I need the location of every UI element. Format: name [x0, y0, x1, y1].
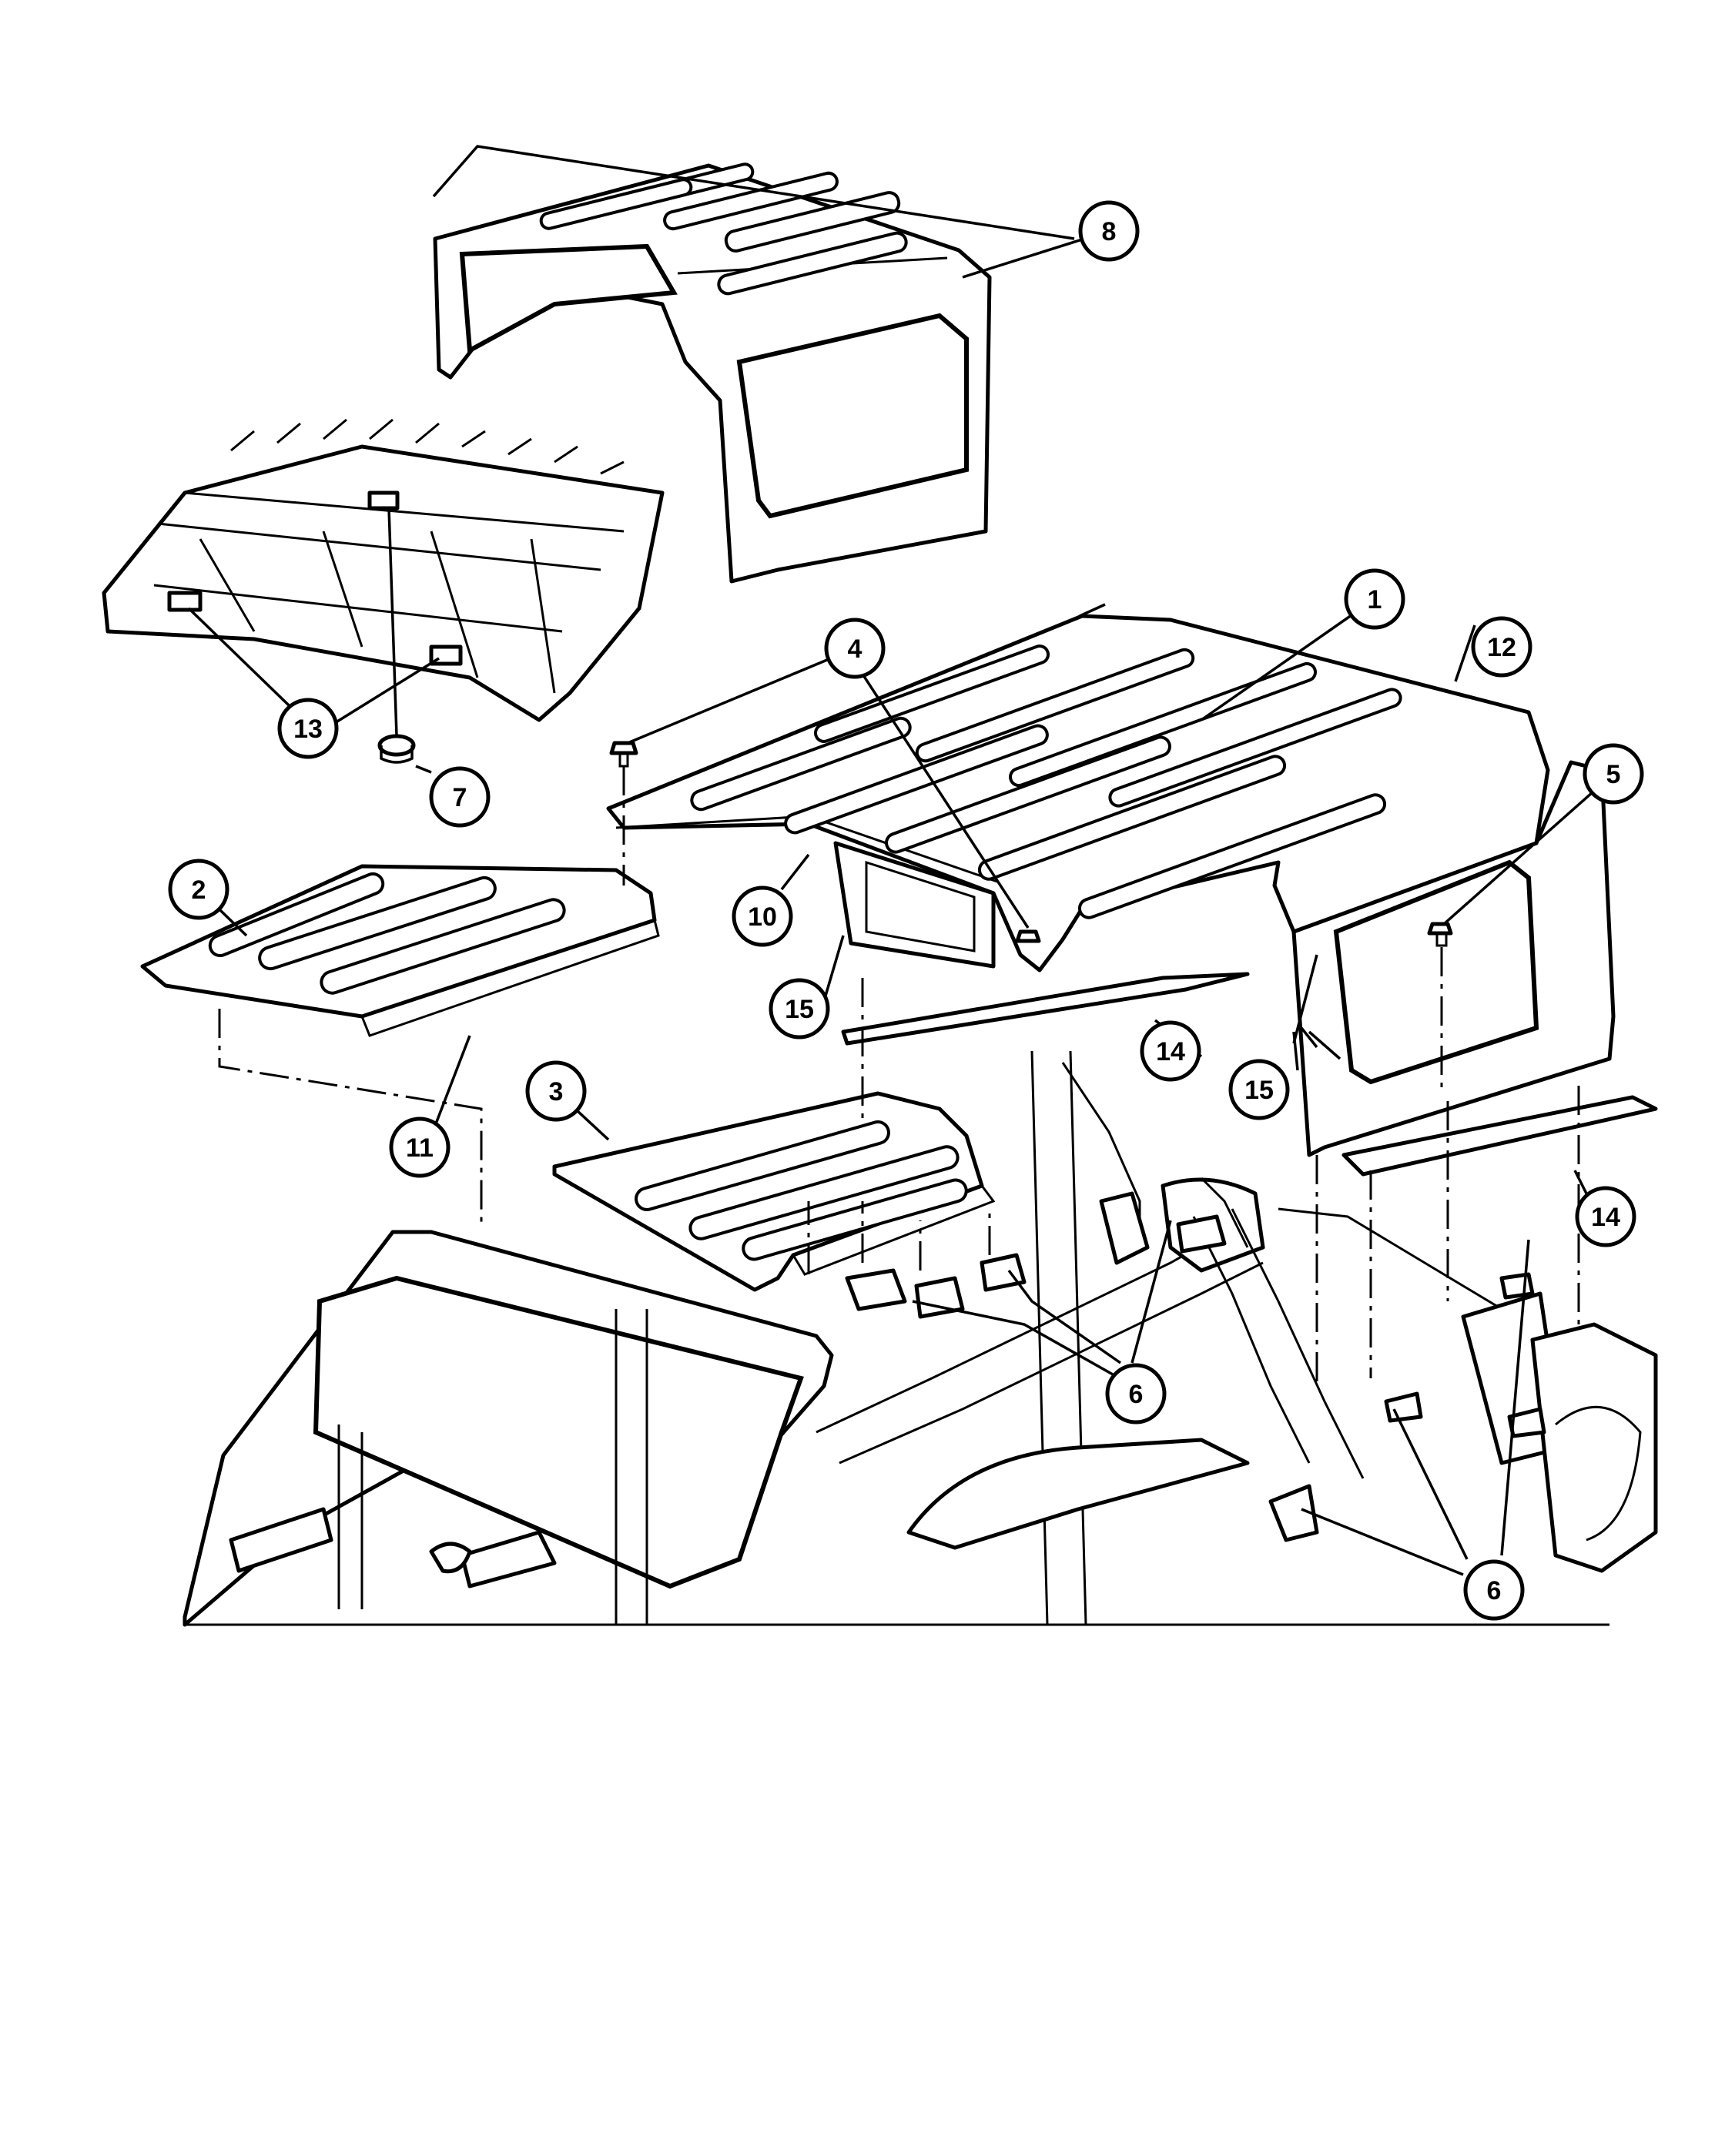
vehicle-body	[183, 978, 1658, 1627]
callout-5: 5	[1583, 743, 1644, 805]
callout-1: 1	[1344, 568, 1405, 630]
svg-text:3: 3	[549, 1077, 564, 1106]
callout-2: 2	[168, 859, 229, 920]
callout-15-right: 15	[1228, 1059, 1290, 1120]
svg-text:15: 15	[785, 995, 814, 1024]
svg-text:5: 5	[1606, 760, 1621, 789]
callout-14-lower: 14	[1575, 1186, 1636, 1247]
callout-15-left: 15	[769, 978, 830, 1040]
svg-text:11: 11	[406, 1133, 434, 1163]
svg-text:15: 15	[1244, 1076, 1274, 1105]
part-3-roof-panel	[552, 1091, 996, 1292]
svg-text:12: 12	[1487, 633, 1516, 662]
callout-14-upper: 14	[1140, 1020, 1201, 1082]
hardtop-underside-view	[102, 418, 665, 722]
svg-text:2: 2	[192, 875, 206, 905]
fasteners	[609, 741, 1453, 1093]
part-1-main-roof-panel	[606, 614, 1616, 1157]
part-7-grommet	[377, 507, 416, 764]
part-14-weatherstrips	[841, 972, 1658, 1177]
svg-text:14: 14	[1591, 1203, 1620, 1232]
svg-text:4: 4	[848, 634, 862, 664]
callout-4: 4	[824, 618, 886, 679]
callout-7: 7	[429, 766, 491, 828]
svg-text:14: 14	[1156, 1037, 1185, 1066]
callout-10: 10	[732, 886, 793, 947]
leader-lines	[187, 145, 1615, 1576]
callout-11: 11	[389, 1116, 451, 1178]
svg-text:6: 6	[1487, 1576, 1502, 1605]
callout-8: 8	[1078, 200, 1140, 262]
svg-text:6: 6	[1129, 1380, 1144, 1409]
callout-6-right: 6	[1463, 1559, 1525, 1621]
part-8-hardtop-rear-section	[433, 162, 992, 584]
callout-12: 12	[1471, 616, 1532, 678]
callout-6-center: 6	[1105, 1363, 1167, 1424]
callout-13: 13	[277, 698, 339, 759]
svg-text:10: 10	[748, 902, 777, 932]
callout-3: 3	[525, 1060, 587, 1122]
svg-text:13: 13	[293, 715, 323, 744]
part-2-front-roof-panel	[140, 864, 660, 1224]
svg-text:7: 7	[453, 783, 467, 812]
svg-text:1: 1	[1368, 585, 1382, 614]
svg-text:8: 8	[1102, 217, 1117, 246]
